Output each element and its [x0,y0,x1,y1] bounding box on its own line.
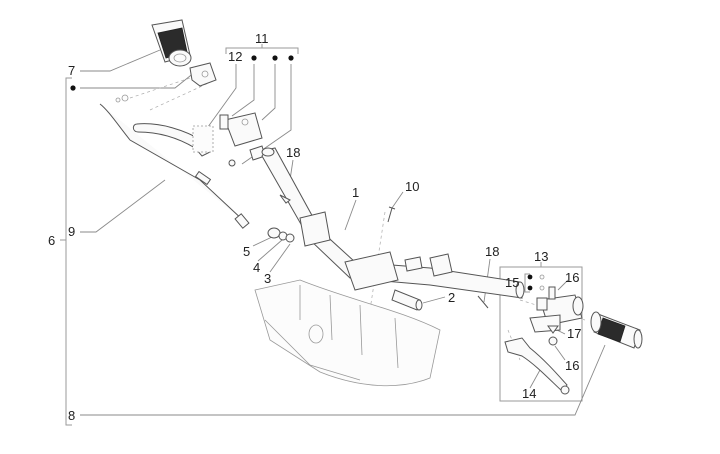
lever-nut[interactable] [548,336,558,346]
handlebar[interactable] [261,147,525,299]
leader-10 [391,191,404,209]
pump-fittings[interactable] [539,274,545,291]
group-15-bracket [524,273,530,293]
left-lever[interactable] [132,123,214,157]
brake-cable[interactable] [99,94,250,229]
left-switch-block[interactable] [189,62,217,87]
callout-6[interactable]: 6 [48,233,55,248]
callout-13[interactable]: 13 [534,249,548,264]
leader-12 [199,64,237,139]
leader-left-bullet [80,71,196,89]
left-grip-bullet [70,85,76,91]
callout-18-left[interactable]: 18 [286,145,300,160]
callout-8[interactable]: 8 [68,408,75,423]
clip-right[interactable] [477,295,489,309]
callout-9[interactable]: 9 [68,224,75,239]
assembly-guide [129,72,206,99]
nut-washer-stack[interactable] [267,227,295,243]
right-brake-pump[interactable] [529,294,584,333]
leader-1 [344,199,357,231]
leader-9 [80,179,166,233]
callout-15[interactable]: 15 [505,275,519,290]
group-6-bracket [65,77,72,426]
group-11-bullet-2 [272,55,278,61]
group-15-bullet-2 [527,285,533,291]
callout-2[interactable]: 2 [448,290,455,305]
screw[interactable] [387,206,396,223]
right-lever[interactable] [504,337,570,395]
callout-17[interactable]: 17 [567,326,581,341]
leader-11a [231,64,255,117]
callout-16-pin[interactable]: 16 [565,270,579,285]
leader-11b [261,64,276,121]
right-grip[interactable] [590,311,643,349]
group-11-bullet-3 [288,55,294,61]
callout-7[interactable]: 7 [68,63,75,78]
callout-11[interactable]: 11 [255,31,269,46]
left-grip[interactable] [151,19,192,67]
leader-5 [252,236,273,247]
callout-10[interactable]: 10 [405,179,419,194]
handlebar-cover[interactable] [254,279,441,387]
left-brake-pump[interactable] [219,112,266,167]
leader-14 [529,369,541,389]
callout-3[interactable]: 3 [264,271,271,286]
leader-16b [554,345,566,361]
spring[interactable] [547,325,559,334]
leader-4 [257,239,283,262]
leader-2 [422,296,446,304]
clip-left[interactable] [279,194,291,204]
pin[interactable] [391,289,423,311]
callout-18-right[interactable]: 18 [485,244,499,259]
callout-1[interactable]: 1 [352,185,359,200]
group-15-bullet-1 [527,274,533,280]
pivot-pin[interactable] [548,286,556,300]
leader-3 [269,243,291,273]
leader-7 [80,49,161,72]
leader-16a [557,279,569,291]
callout-5[interactable]: 5 [243,244,250,259]
callout-16-nut[interactable]: 16 [565,358,579,373]
callout-12[interactable]: 12 [228,49,242,64]
group-11-bullet-1 [251,55,257,61]
leader-8 [80,344,606,416]
callout-4[interactable]: 4 [253,260,260,275]
callout-14[interactable]: 14 [522,386,536,401]
